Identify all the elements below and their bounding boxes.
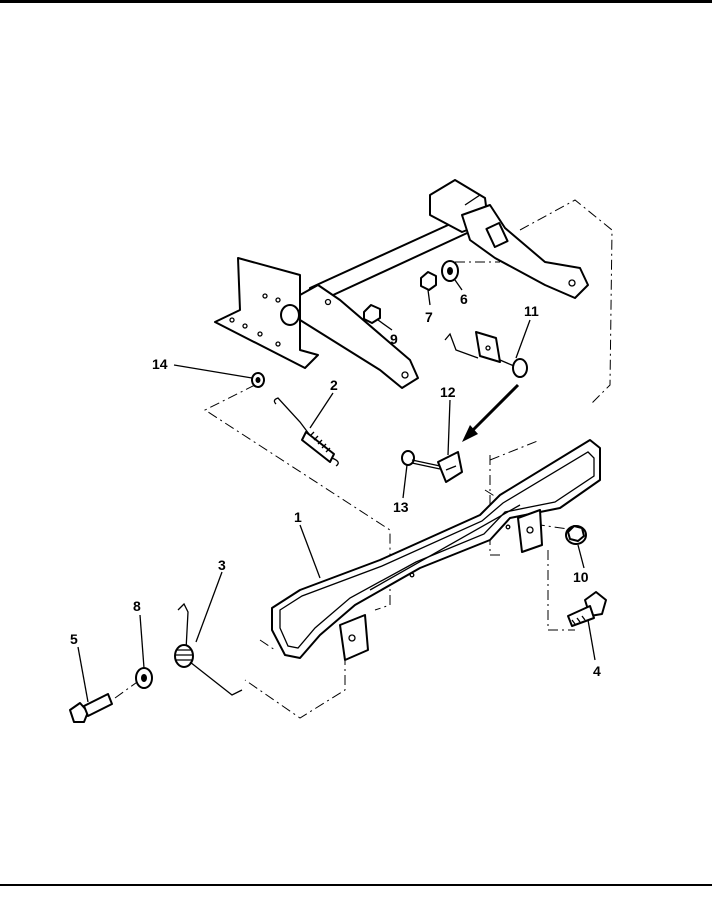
torsion-spring-3 [174, 602, 243, 696]
callout-9: 9 [390, 331, 398, 347]
nut-9 [363, 304, 381, 324]
left-mounting-plate [214, 257, 319, 369]
nut-7 [420, 271, 437, 291]
callout-2: 2 [330, 377, 338, 393]
switch-11 [444, 331, 528, 378]
direction-arrow [462, 383, 520, 442]
washer-8 [135, 667, 153, 689]
bolt-13 [401, 450, 441, 470]
callout-8: 8 [133, 598, 141, 614]
bolt-4 [567, 591, 607, 627]
callout-7: 7 [425, 309, 433, 325]
washer-14 [251, 372, 265, 388]
bottom-rule [0, 884, 712, 886]
callout-3: 3 [218, 557, 226, 573]
extension-spring-2 [273, 397, 339, 467]
left-pivot-arm [299, 284, 419, 389]
callout-6: 6 [460, 291, 468, 307]
top-rule [0, 0, 712, 3]
shoulder-bolt-5 [69, 693, 113, 723]
callout-5: 5 [70, 631, 78, 647]
callout-14: 14 [152, 356, 168, 372]
actuator-plate-1 [271, 439, 601, 661]
clip-12 [437, 451, 463, 483]
leader-lines [77, 279, 596, 703]
flange-nut-10 [565, 525, 587, 545]
callout-11: 11 [524, 303, 539, 319]
callout-10: 10 [573, 569, 589, 585]
callout-13: 13 [393, 499, 409, 515]
callout-1: 1 [294, 509, 302, 525]
callout-4: 4 [593, 663, 601, 679]
pivot-bracket-assembly [214, 179, 589, 389]
washer-6 [441, 260, 459, 282]
callout-labels: 1 2 3 4 5 6 7 8 9 10 11 12 13 14 [70, 291, 601, 679]
callout-12: 12 [440, 384, 456, 400]
